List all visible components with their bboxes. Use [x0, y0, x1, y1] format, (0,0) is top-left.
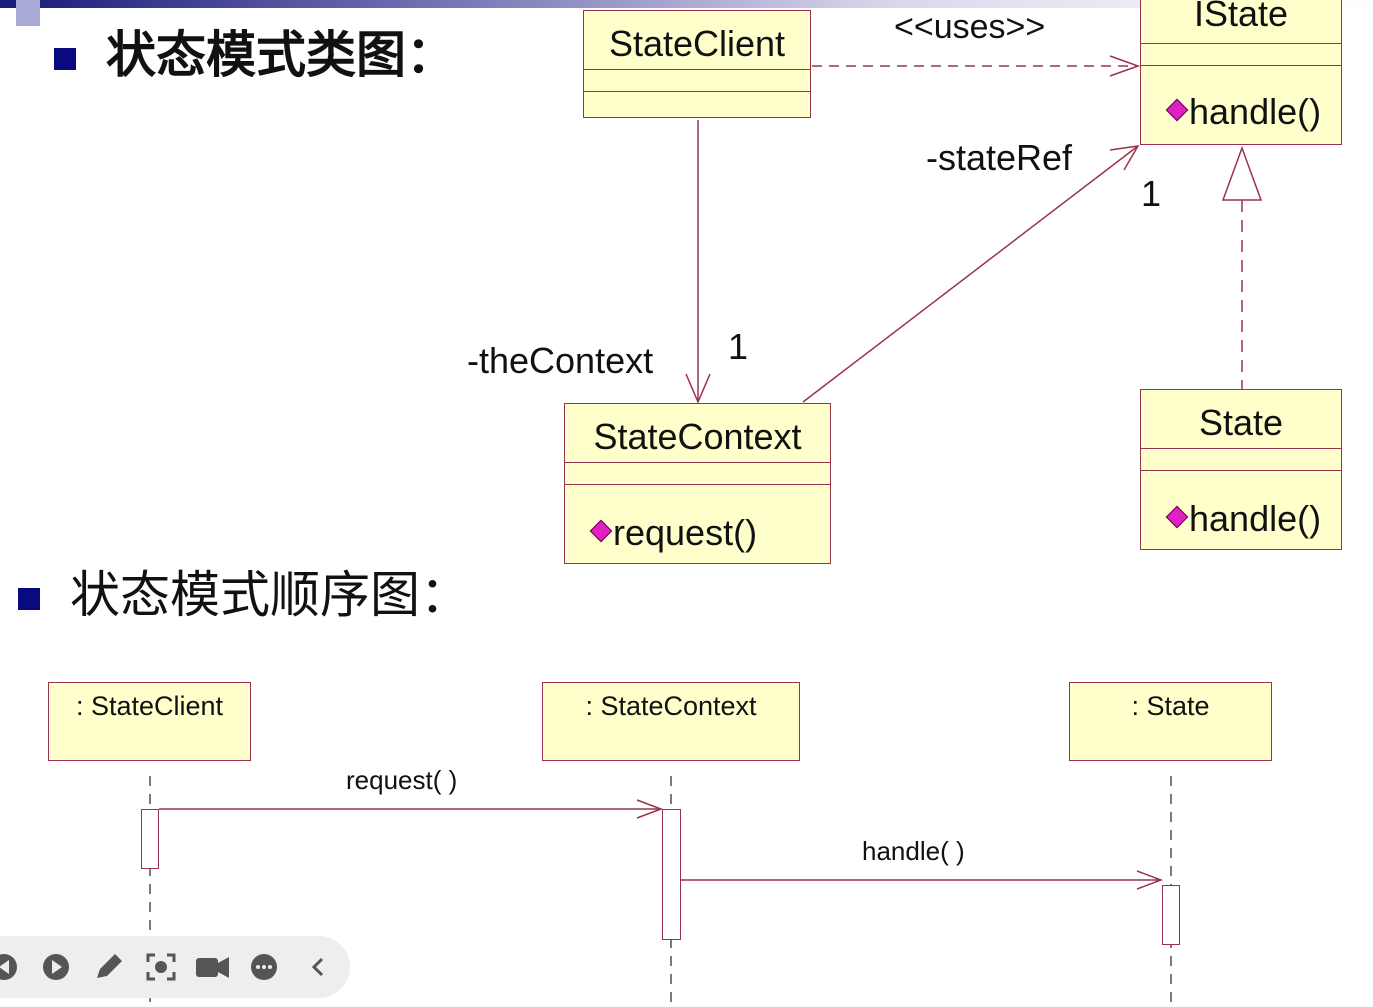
operation-handle: handle(): [1165, 498, 1321, 540]
context-role-label: -theContext: [467, 340, 654, 381]
state-ref-multiplicity: 1: [1141, 173, 1162, 214]
class-state-client[interactable]: StateClient: [583, 10, 811, 118]
slide-corner-square: [16, 0, 40, 26]
state-ref-arrowhead: [1109, 145, 1140, 171]
operation-handle: handle(): [1165, 91, 1321, 133]
compartment-divider: [565, 462, 830, 463]
compartment-divider: [584, 69, 810, 70]
sequence-object-state-context[interactable]: : StateContext: [542, 682, 800, 761]
class-name: StateContext: [593, 416, 802, 457]
handle-message-arrowhead: [1136, 870, 1164, 890]
uses-arrowhead: [1109, 55, 1141, 77]
sequence-object-state-client[interactable]: : StateClient: [48, 682, 251, 761]
handle-message-label: handle( ): [862, 836, 965, 866]
screenshot-icon[interactable]: [146, 953, 176, 981]
class-name: StateClient: [608, 23, 786, 64]
request-message-arrowhead: [636, 799, 664, 819]
class-name: State: [1198, 402, 1284, 443]
compartment-divider: [1141, 448, 1341, 449]
activation-state-context: [662, 809, 681, 940]
heading-bullet: [18, 588, 40, 610]
more-icon[interactable]: [251, 954, 277, 980]
operation-request: request(): [589, 512, 757, 554]
state-ref-line: [802, 145, 1139, 403]
sequence-object-state[interactable]: : State: [1069, 682, 1272, 761]
compartment-divider: [584, 91, 810, 92]
compartment-divider: [565, 484, 830, 485]
sequence-diagram-heading: 状态模式顺序图：: [70, 566, 470, 624]
slide-top-band: [0, 0, 1373, 8]
pen-icon[interactable]: [97, 954, 122, 978]
activation-state-client: [141, 809, 159, 869]
play-icon[interactable]: [43, 954, 69, 980]
compartment-divider: [1141, 65, 1341, 66]
class-istate[interactable]: IState handle(): [1140, 0, 1342, 145]
class-name: IState: [1193, 0, 1289, 34]
class-state[interactable]: State handle(): [1140, 389, 1342, 550]
camera-icon[interactable]: [196, 957, 229, 978]
back-icon[interactable]: [0, 954, 17, 980]
heading-bullet: [54, 48, 76, 70]
compartment-divider: [1141, 470, 1341, 471]
context-arrowhead: [685, 373, 711, 404]
class-diagram-heading: 状态模式类图：: [106, 26, 456, 84]
uses-stereotype-label: <<uses>>: [894, 8, 1046, 46]
class-state-context[interactable]: StateContext request(): [564, 403, 831, 564]
context-multiplicity: 1: [728, 326, 749, 367]
activation-state: [1162, 885, 1180, 945]
collapse-icon[interactable]: [311, 957, 324, 977]
state-ref-role-label: -stateRef: [926, 137, 1073, 178]
compartment-divider: [1141, 43, 1341, 44]
realization-triangle: [1221, 145, 1263, 201]
request-message-label: request( ): [346, 765, 458, 795]
